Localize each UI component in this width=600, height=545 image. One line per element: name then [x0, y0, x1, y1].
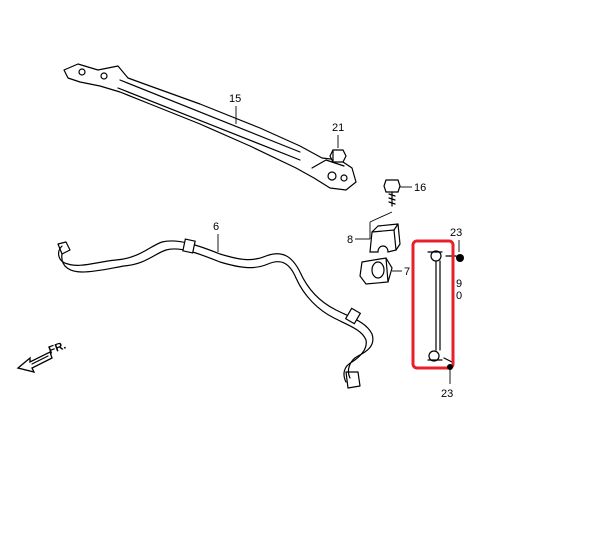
svg-text:16: 16 [414, 182, 426, 194]
callout-15: 15 [229, 93, 241, 124]
callout-16: 16 [400, 182, 426, 194]
part-23-nut-top [456, 254, 464, 262]
callout-23-bottom: 23 [441, 370, 453, 400]
svg-text:FR.: FR. [47, 339, 68, 356]
part-15-bracket-bar [63, 63, 357, 191]
svg-text:21: 21 [332, 122, 344, 134]
callout-6: 6 [213, 221, 219, 252]
svg-text:7: 7 [404, 266, 410, 278]
svg-text:23: 23 [441, 388, 453, 400]
part-21-nut [329, 149, 347, 163]
callout-7: 7 [392, 266, 410, 278]
callout-21: 21 [332, 122, 344, 148]
part-7-bushing [359, 257, 393, 285]
svg-text:8: 8 [347, 234, 353, 246]
part-9-10-stabilizer-link [427, 250, 457, 363]
callout-23-top: 23 [450, 227, 462, 252]
callout-9: 9 [456, 278, 462, 290]
callout-10: 0 [456, 290, 462, 302]
svg-text:15: 15 [229, 93, 241, 105]
svg-text:6: 6 [213, 221, 219, 233]
front-direction-arrow: FR. [16, 339, 68, 373]
svg-text:0: 0 [456, 290, 462, 302]
part-8-bushing-holder [369, 223, 401, 253]
callout-8: 8 [347, 211, 393, 246]
part-16-bolt [383, 179, 401, 207]
svg-text:9: 9 [456, 278, 462, 290]
highlight-box [411, 239, 455, 370]
part-6-stabilizer-bar [57, 238, 374, 389]
svg-text:23: 23 [450, 227, 462, 239]
part-23-nut-bottom [447, 364, 453, 370]
